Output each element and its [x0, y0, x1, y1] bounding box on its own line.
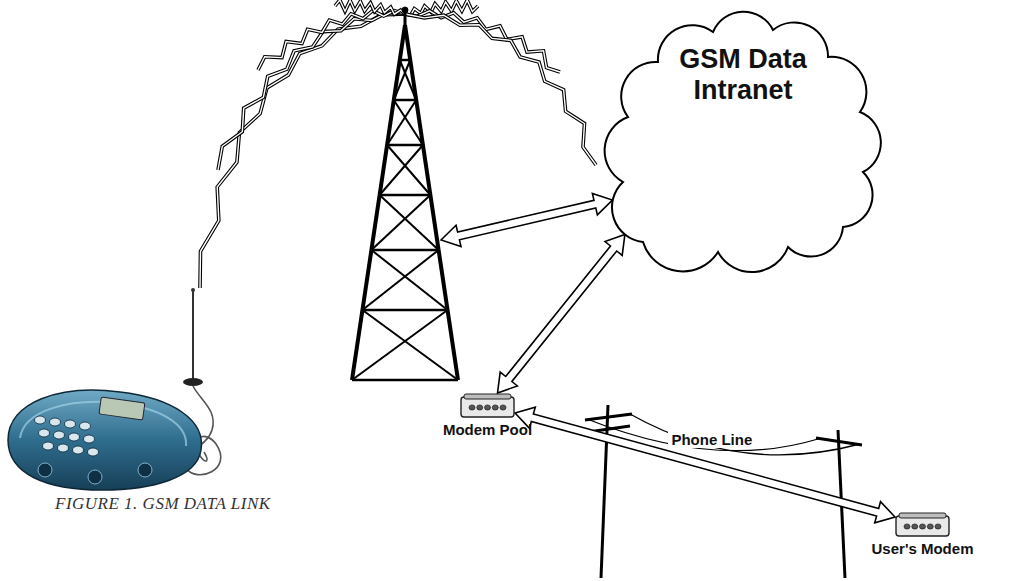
radio-wave-outline	[405, 0, 478, 15]
cloud-outline	[605, 12, 881, 272]
antenna-base	[183, 378, 203, 386]
modem-top	[464, 394, 511, 399]
link-label: Phone Line	[668, 431, 755, 448]
modem-light	[500, 405, 506, 410]
modem-light	[912, 524, 918, 529]
tower-brace	[400, 25, 405, 60]
radio-wave	[335, 0, 405, 14]
tower-rung	[394, 99, 416, 102]
tower-tip	[402, 7, 408, 13]
device-key	[50, 418, 61, 426]
device-key	[39, 429, 50, 437]
modem-box: Modem Pool	[460, 393, 515, 418]
tower-brace	[371, 195, 430, 250]
tower-brace	[387, 100, 416, 145]
modem-label: Modem Pool	[443, 421, 532, 438]
tower-rung	[400, 59, 410, 62]
radio-wave-outline	[335, 0, 405, 14]
modem-icon	[460, 393, 515, 418]
double-arrow	[439, 189, 615, 250]
modem-light	[492, 405, 498, 410]
device-key	[80, 422, 91, 430]
network-label: GSM Data Intranet	[648, 44, 838, 106]
tower-brace	[394, 60, 410, 100]
crossbar	[816, 438, 862, 445]
link-arrow	[439, 189, 615, 250]
radio-tower	[352, 7, 458, 380]
crossbar	[585, 414, 632, 420]
modem-light	[477, 405, 483, 410]
figure-caption: FIGURE 1. GSM DATA LINK	[55, 494, 271, 514]
tower-rung	[371, 249, 438, 252]
modem-light	[920, 524, 926, 529]
tower-brace	[362, 250, 438, 310]
device-key	[88, 448, 99, 456]
phone-poles	[585, 405, 862, 578]
tower-rung	[387, 144, 423, 147]
tower-brace	[394, 100, 423, 145]
modem-icon	[895, 512, 950, 537]
network-cloud: GSM Data Intranet	[598, 2, 888, 272]
tower-rung	[352, 379, 458, 382]
device-key	[84, 435, 95, 443]
modem-light	[469, 405, 475, 410]
device-knob	[38, 463, 52, 477]
modem-light	[927, 524, 933, 529]
tower-leg	[405, 25, 458, 380]
modem-light	[485, 405, 491, 410]
wire	[630, 414, 860, 455]
modem-light	[935, 524, 941, 529]
antenna-tip	[191, 288, 195, 292]
double-arrow	[515, 407, 895, 523]
modem-case	[461, 397, 514, 417]
tower-leg	[352, 25, 405, 380]
device-knob	[138, 463, 152, 477]
device-body	[8, 390, 201, 490]
antenna-whip	[192, 290, 194, 378]
device-screen	[99, 397, 145, 420]
device-key	[43, 442, 54, 450]
modem-label: User's Modem	[872, 540, 974, 557]
device-key	[69, 433, 80, 441]
device-key	[65, 420, 76, 428]
device-key	[54, 431, 65, 439]
cloud-shape	[598, 2, 888, 272]
tower-rung	[362, 309, 447, 312]
radio-wave	[258, 11, 405, 70]
tower-rung	[380, 194, 431, 197]
modem-box: User's Modem	[895, 512, 950, 537]
tower-brace	[371, 250, 447, 310]
radio-wave-outline	[218, 12, 405, 170]
tower-brace	[352, 310, 448, 380]
modem-case	[896, 516, 949, 536]
radio-wave-outline	[405, 14, 596, 165]
device-key	[58, 444, 69, 452]
device-key	[73, 446, 84, 454]
double-arrow	[498, 234, 625, 393]
radio-wave	[405, 14, 596, 165]
radio-waves	[200, 0, 596, 288]
radio-wave	[218, 12, 405, 170]
modem-top	[899, 513, 946, 518]
tower-brace	[362, 310, 458, 380]
modem-light	[904, 524, 910, 529]
tower-brace	[380, 145, 423, 195]
device-keys	[35, 416, 99, 456]
device-knob	[88, 470, 102, 484]
device-key	[35, 416, 46, 424]
radio-wave-outline	[258, 11, 405, 70]
tower-brace	[387, 145, 430, 195]
gsm-device	[8, 390, 201, 490]
radio-wave	[405, 0, 478, 15]
tower-brace	[380, 195, 439, 250]
